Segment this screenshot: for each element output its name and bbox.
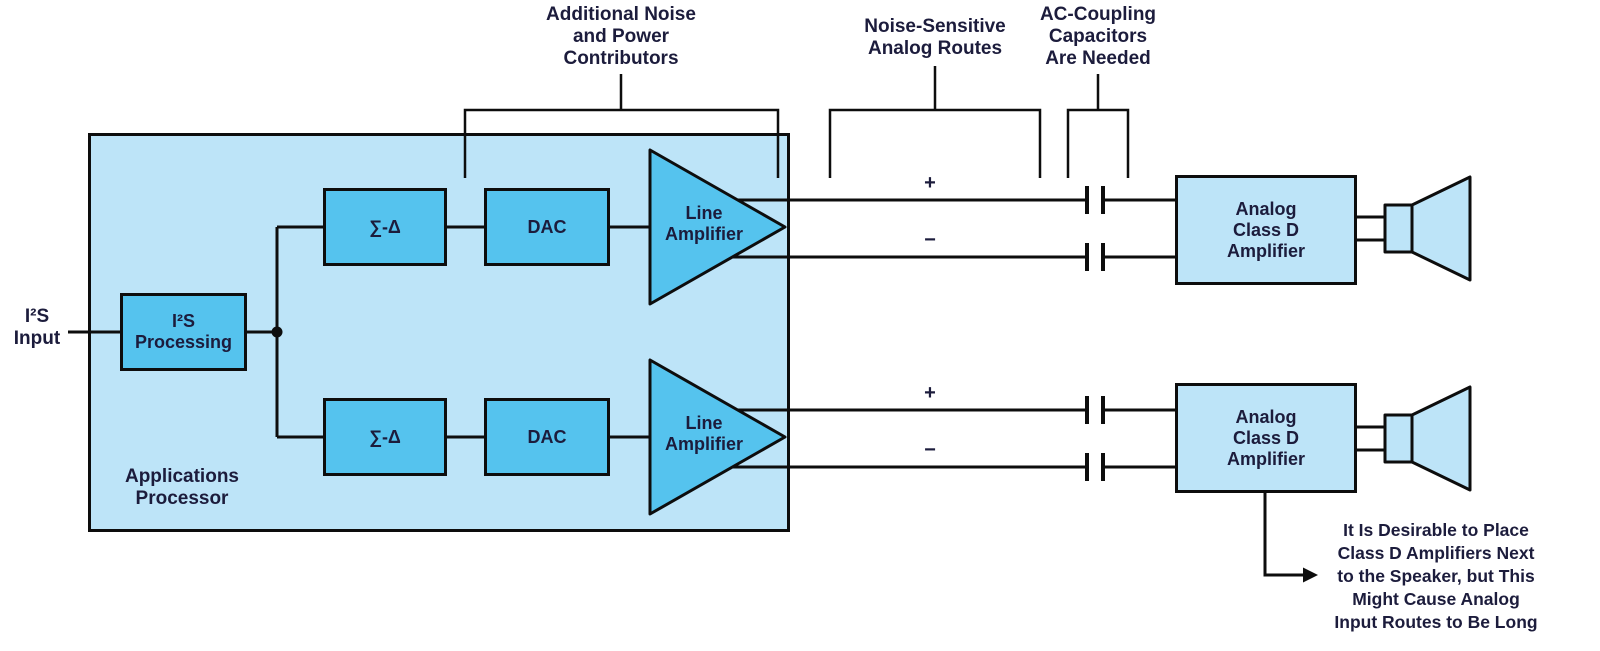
sigma-delta-bottom-label: ∑-Δ xyxy=(369,426,401,447)
top-differential-routes xyxy=(705,198,1175,259)
speaker-top-icon xyxy=(1357,175,1472,282)
line-amplifier-top-label: Line Amplifier xyxy=(664,203,743,244)
ac-coupling-capacitor-bottom-plus xyxy=(1085,396,1105,424)
sigma-delta-top-box: ∑-Δ xyxy=(323,188,447,266)
bottom-differential-routes xyxy=(705,408,1175,469)
line-amplifier-bottom-shape xyxy=(648,358,787,516)
junction-dot xyxy=(271,326,283,338)
line-amplifier-top-shape xyxy=(648,148,787,306)
noise-sensitive-annotation: Noise-Sensitive Analog Routes xyxy=(864,16,1006,59)
i2s-processing-box: I²S Processing xyxy=(120,293,247,371)
class-d-amplifier-bottom-label: Analog Class D Amplifier xyxy=(1226,406,1305,469)
dac-top-label: DAC xyxy=(527,216,567,237)
class-d-amplifier-bottom-box: Analog Class D Amplifier xyxy=(1175,383,1357,493)
speaker-bottom-icon xyxy=(1357,385,1472,492)
sigma-delta-bottom-box: ∑-Δ xyxy=(323,398,447,476)
ac-coupling-annotation: AC-Coupling Capacitors Are Needed xyxy=(1039,4,1157,69)
dac-top-box: DAC xyxy=(484,188,610,266)
channel-splitter-wires xyxy=(247,225,323,439)
i2s-input-label: I²S Input xyxy=(13,306,61,349)
ac-coupling-bracket xyxy=(1066,74,1130,178)
additional-noise-bracket xyxy=(463,74,780,178)
sigma-delta-top-label: ∑-Δ xyxy=(369,216,401,237)
ac-coupling-capacitor-bottom-minus xyxy=(1085,453,1105,481)
line-amplifier-bottom-label: Line Amplifier xyxy=(664,413,743,454)
noise-sensitive-bracket xyxy=(828,66,1042,178)
i2s-processing-label: I²S Processing xyxy=(134,311,233,352)
minus-label-top: − xyxy=(924,229,936,251)
dac-bottom-label: DAC xyxy=(527,426,567,447)
placement-note: It Is Desirable to Place Class D Amplifi… xyxy=(1334,520,1538,632)
class-d-amplifier-top-box: Analog Class D Amplifier xyxy=(1175,175,1357,285)
ac-coupling-capacitor-top-plus xyxy=(1085,186,1105,214)
placement-note-arrow xyxy=(1263,493,1318,583)
ac-coupling-capacitor-top-minus xyxy=(1085,243,1105,271)
dac-bottom-box: DAC xyxy=(484,398,610,476)
additional-noise-annotation: Additional Noise and Power Contributors xyxy=(546,4,696,69)
class-d-amplifier-top-label: Analog Class D Amplifier xyxy=(1226,198,1305,261)
plus-label-top: + xyxy=(924,172,936,194)
minus-label-bottom: − xyxy=(924,439,936,461)
applications-processor-label: Applications Processor xyxy=(124,466,239,509)
plus-label-bottom: + xyxy=(924,382,936,404)
